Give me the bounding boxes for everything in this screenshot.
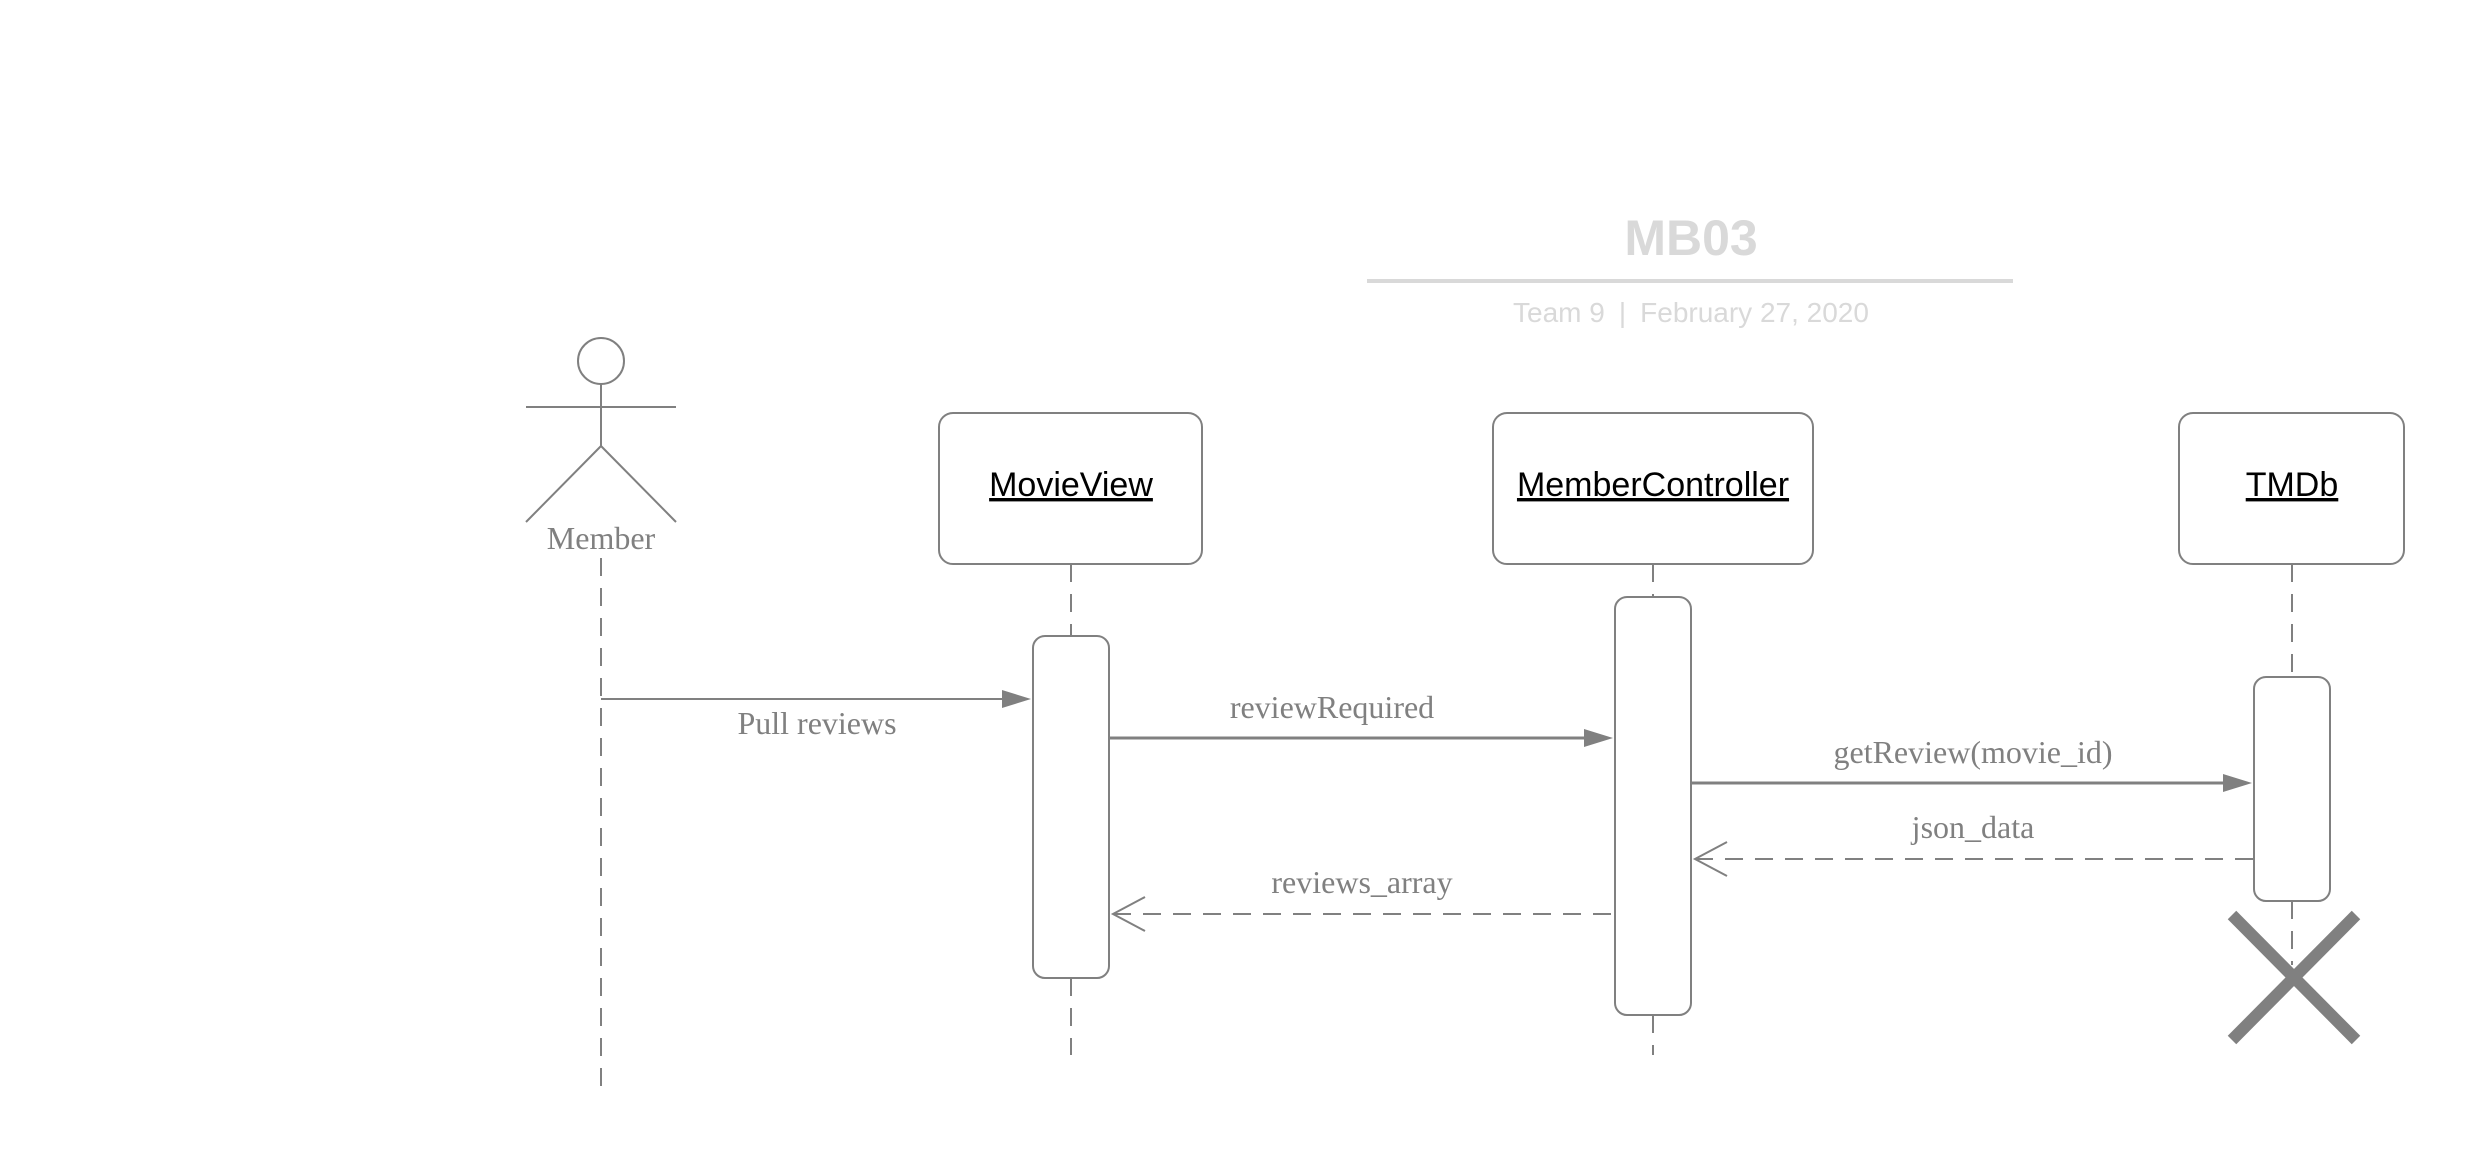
participant-membercontroller[interactable]: MemberController: [1492, 412, 1814, 565]
participant-tmdb[interactable]: TMDb: [2178, 412, 2405, 565]
message-pull-reviews: Pull reviews: [601, 690, 1031, 741]
message-label: Pull reviews: [737, 705, 896, 741]
activation-tmdb: [2253, 676, 2331, 902]
message-label: reviewRequired: [1230, 689, 1434, 725]
participant-box: [2178, 412, 2405, 565]
return-json-data: json_data: [1692, 809, 2254, 877]
actor-label: Member: [547, 520, 656, 556]
subtitle-separator: |: [1619, 297, 1626, 328]
arrowhead-filled: [1584, 729, 1613, 747]
actor-member: [525, 337, 677, 523]
participant-label: TMDb: [2246, 466, 2339, 504]
actor-right-leg: [600, 445, 677, 523]
diagram-subtitle: Team 9 | February 27, 2020: [1513, 297, 1869, 328]
participant-box: [938, 412, 1203, 565]
arrowhead-open: [1110, 896, 1146, 932]
arrowhead-open: [1692, 841, 1728, 877]
message-label: getReview(movie_id): [1833, 734, 2112, 770]
actor-left-leg: [525, 445, 602, 523]
arrowhead-filled: [2223, 774, 2252, 792]
activation-movieview: [1032, 635, 1110, 979]
participant-movieview[interactable]: MovieView: [938, 412, 1203, 565]
return-label: reviews_array: [1271, 864, 1452, 900]
message-get-review: getReview(movie_id): [1691, 734, 2252, 792]
actor-head: [577, 337, 625, 385]
message-review-required: reviewRequired: [1109, 689, 1613, 747]
activation-membercontroller: [1614, 596, 1692, 1016]
arrowhead-filled: [1002, 690, 1031, 708]
return-reviews-array: reviews_array: [1110, 864, 1615, 932]
team-label: Team 9: [1513, 297, 1605, 328]
destroy-x-icon: [2227, 910, 2361, 1045]
participant-label: MemberController: [1517, 466, 1789, 504]
return-label: json_data: [1911, 809, 2035, 845]
diagram-title: MB03: [1624, 210, 1757, 266]
date-label: February 27, 2020: [1640, 297, 1869, 328]
participant-label: MovieView: [989, 466, 1153, 504]
participant-box: [1492, 412, 1814, 565]
